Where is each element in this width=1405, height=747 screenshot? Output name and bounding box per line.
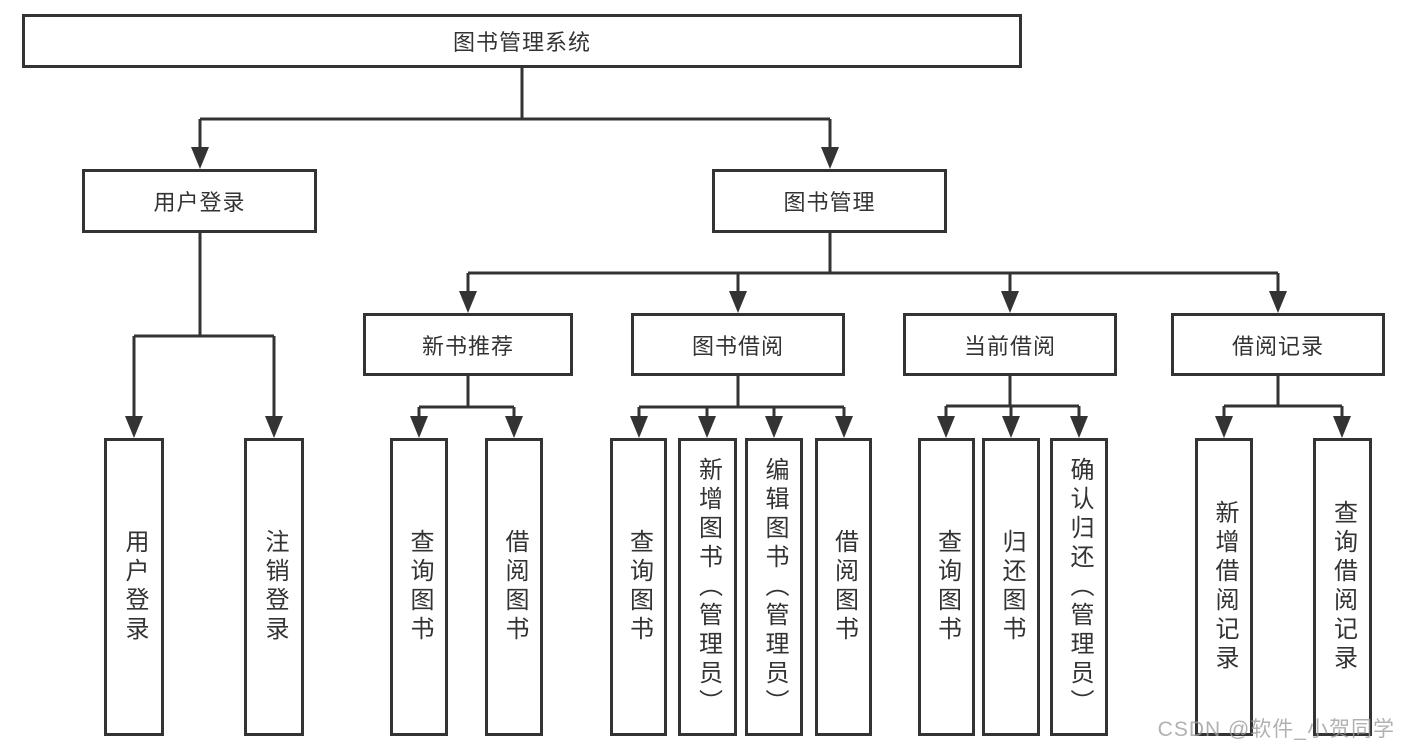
- leaf-user-login: 用户登录: [104, 438, 164, 736]
- leaf-add-books-admin-label: 新增图书（管理员）: [694, 456, 722, 718]
- leaf-add-borrow-record: 新增借阅记录: [1195, 438, 1253, 736]
- leaf-query-books-label: 查询图书: [406, 529, 433, 645]
- leaf-logout: 注销登录: [244, 438, 304, 736]
- node-user-login: 用户登录: [82, 169, 317, 233]
- leaf-query-books-3: 查询图书: [918, 438, 975, 736]
- leaf-edit-books-admin: 编辑图书（管理员）: [745, 438, 803, 736]
- arrowheads: [125, 147, 1351, 438]
- csdn-watermark: CSDN @软件_小贺同学: [1157, 718, 1395, 741]
- node-book-borrowing: 图书借阅: [631, 313, 845, 376]
- leaf-add-borrow-record-label: 新增借阅记录: [1211, 500, 1238, 674]
- leaf-query-books-2-label: 查询图书: [625, 529, 653, 645]
- node-user-login-label: 用户登录: [153, 190, 246, 215]
- leaf-borrow-books-label: 借阅图书: [501, 529, 528, 645]
- leaf-return-books: 归还图书: [982, 438, 1040, 736]
- leaf-confirm-return-admin: 确认归还（管理员）: [1050, 438, 1108, 736]
- node-book-management-label: 图书管理: [783, 190, 876, 215]
- leaf-edit-books-admin-label: 编辑图书（管理员）: [761, 456, 788, 718]
- leaf-borrow-books: 借阅图书: [485, 438, 543, 736]
- leaf-query-books-2: 查询图书: [610, 438, 667, 736]
- leaf-return-books-label: 归还图书: [998, 529, 1025, 645]
- node-borrowing-records-label: 借阅记录: [1231, 333, 1324, 359]
- node-current-borrowing: 当前借阅: [903, 313, 1117, 376]
- leaf-borrow-books-2: 借阅图书: [815, 438, 872, 736]
- node-root-label: 图书管理系统: [452, 30, 591, 55]
- leaf-confirm-return-admin-label: 确认归还（管理员）: [1066, 456, 1093, 718]
- node-new-book-recommend: 新书推荐: [363, 313, 573, 376]
- node-book-management: 图书管理: [712, 169, 947, 233]
- leaf-query-borrow-record-label: 查询借阅记录: [1329, 500, 1357, 674]
- leaf-query-borrow-record: 查询借阅记录: [1313, 438, 1372, 736]
- leaf-user-login-label: 用户登录: [121, 529, 148, 645]
- leaf-logout-label: 注销登录: [261, 529, 288, 645]
- leaf-borrow-books-2-label: 借阅图书: [830, 529, 858, 645]
- leaf-add-books-admin: 新增图书（管理员）: [678, 438, 737, 736]
- node-book-borrowing-label: 图书借阅: [691, 333, 784, 359]
- node-borrowing-records: 借阅记录: [1171, 313, 1385, 376]
- node-root-library-system: 图书管理系统: [22, 14, 1022, 68]
- leaf-query-books-3-label: 查询图书: [933, 529, 961, 645]
- leaf-query-books: 查询图书: [390, 438, 448, 736]
- node-new-book-recommend-label: 新书推荐: [421, 333, 514, 359]
- node-current-borrowing-label: 当前借阅: [963, 333, 1056, 359]
